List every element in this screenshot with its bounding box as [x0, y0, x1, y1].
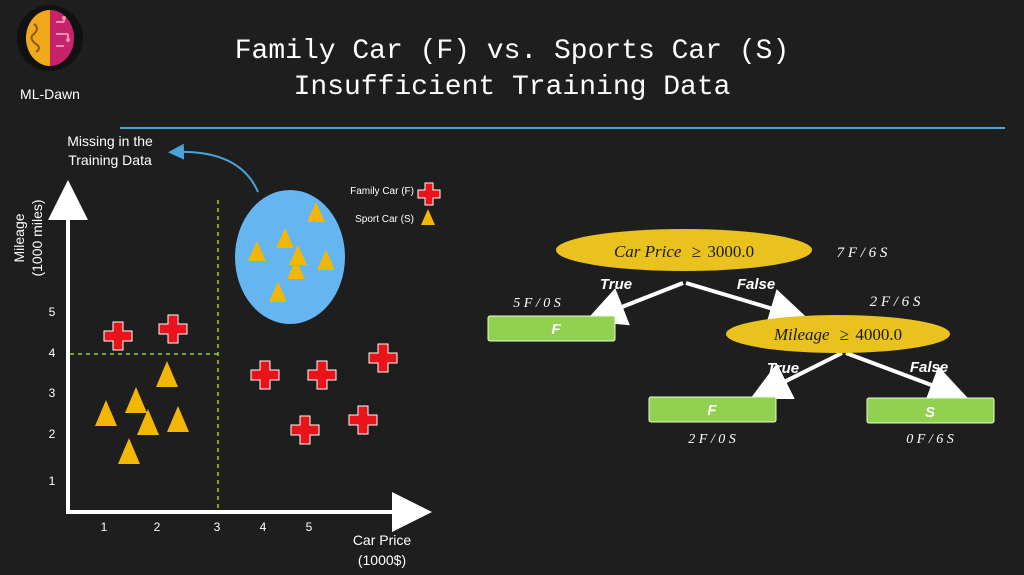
left-leaf-node	[487, 315, 616, 342]
family-car-point	[348, 405, 378, 435]
edge-root-false	[685, 281, 810, 328]
x-tick-label: 1	[101, 520, 108, 534]
sport-car-point	[137, 409, 159, 435]
family-car-point	[103, 321, 133, 351]
right-value: 4000.0	[855, 325, 902, 344]
legend-sport-label: Sport Car (S)	[355, 214, 414, 225]
edge-right-false	[845, 351, 969, 404]
decision-tree: Car Price ≥ 3000.0 7 F / 6 S True False …	[487, 229, 995, 447]
callout-line-2: Training Data	[68, 152, 152, 168]
legend-family-label: Family Car (F)	[350, 186, 414, 197]
red-cross-icon	[417, 182, 441, 206]
left-leaf-count: 5 F / 0 S	[513, 296, 560, 311]
family-car-point	[158, 314, 188, 344]
x-tick-label: 3	[214, 520, 221, 534]
bubble-sport-car-points	[248, 202, 335, 302]
rr-leaf-count: 0 F / 6 S	[906, 432, 953, 447]
missing-data-bubble	[235, 190, 345, 324]
right-true-label: True	[767, 360, 799, 377]
root-false-label: False	[737, 276, 775, 293]
sport-car-point	[269, 282, 287, 302]
left-leaf-label: F	[551, 321, 561, 338]
title-line-1: Family Car (F) vs. Sports Car (S)	[235, 36, 790, 67]
edge-right-true	[750, 351, 843, 399]
y-tick-label: 1	[49, 474, 56, 488]
right-var: Mileage	[773, 325, 830, 344]
sport-car-point	[95, 400, 117, 426]
right-node-text: Mileage ≥ 4000.0	[773, 325, 902, 344]
x-tick-label: 2	[154, 520, 161, 534]
family-car-points	[103, 314, 398, 445]
y-tick-label: 5	[49, 305, 56, 319]
x-tick-label: 4	[260, 520, 267, 534]
yellow-triangle-icon	[421, 209, 435, 225]
x-tick-labels: 1 2 3 4 5	[101, 520, 313, 534]
callout-arrow	[168, 143, 259, 193]
root-var: Car Price	[614, 242, 682, 261]
x-tick-label: 5	[306, 520, 313, 534]
sport-car-point	[317, 250, 335, 270]
family-car-point	[290, 415, 320, 445]
sport-car-point	[156, 361, 178, 387]
root-node	[556, 229, 812, 271]
y-tick-labels: 1 2 3 4 5	[49, 305, 56, 488]
root-value: 3000.0	[707, 242, 754, 261]
right-node-count: 2 F / 6 S	[870, 294, 921, 310]
sport-car-point	[167, 406, 189, 432]
family-car-point	[250, 360, 280, 390]
x-axis-label-line-2: (1000$)	[358, 552, 406, 568]
sport-car-point	[276, 228, 294, 248]
sport-car-point	[289, 245, 307, 265]
sport-car-point	[287, 259, 305, 279]
rr-leaf-label: S	[925, 404, 935, 421]
right-false-label: False	[910, 359, 948, 376]
y-tick-label: 2	[49, 427, 56, 441]
rl-leaf-label: F	[707, 402, 717, 419]
root-count: 7 F / 6 S	[837, 245, 888, 261]
rl-leaf-node	[648, 396, 777, 423]
rr-leaf-node	[866, 397, 995, 424]
root-op: ≥	[692, 242, 701, 261]
y-axis-label-line-2: (1000 miles)	[29, 199, 45, 276]
y-axis-label-line-1: Mileage	[11, 213, 27, 262]
sport-car-points	[95, 361, 189, 464]
brain-circuit-icon	[17, 5, 83, 71]
sport-car-point	[118, 438, 140, 464]
rl-leaf-count: 2 F / 0 S	[688, 432, 735, 447]
x-axis-label-line-1: Car Price	[353, 532, 412, 548]
sport-car-point	[248, 241, 266, 261]
root-node-text: Car Price ≥ 3000.0	[614, 242, 754, 261]
right-op: ≥	[840, 325, 849, 344]
edge-root-true	[585, 281, 684, 326]
sport-car-point	[125, 387, 147, 413]
callout-line-1: Missing in the	[67, 133, 153, 149]
root-true-label: True	[600, 276, 632, 293]
y-tick-label: 4	[49, 346, 56, 360]
y-tick-label: 3	[49, 386, 56, 400]
right-node	[726, 315, 950, 353]
title-line-2: Insufficient Training Data	[294, 72, 731, 103]
family-car-point	[307, 360, 337, 390]
brand-name: ML-Dawn	[20, 86, 80, 102]
family-car-point	[368, 343, 398, 373]
sport-car-point	[307, 202, 325, 222]
